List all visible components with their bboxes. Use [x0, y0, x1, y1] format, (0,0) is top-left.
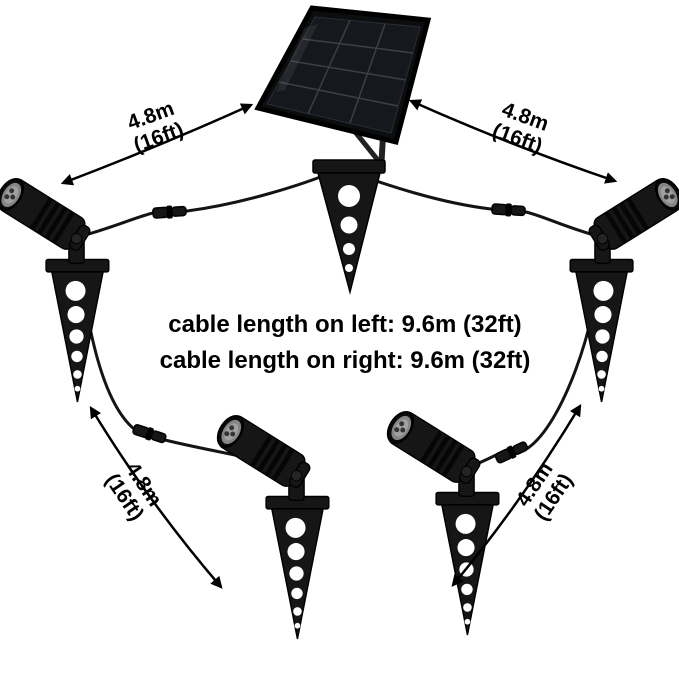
- stake-hole: [340, 216, 358, 234]
- distance-label-top-left: 4.8m (16ft): [124, 97, 186, 157]
- arrow-bottom-left: [89, 405, 223, 589]
- cable-top-left: [185, 168, 340, 213]
- spotlight-lower-right: [381, 405, 500, 636]
- cable-connector: [493, 438, 530, 466]
- stake-hole: [338, 185, 360, 207]
- cable-length-note-left: cable length on left: 9.6m (32ft): [168, 311, 521, 338]
- distance-label-bottom-left: 4.8m (16ft): [100, 458, 166, 525]
- distance-label-top-right: 4.8m (16ft): [489, 98, 551, 158]
- cable-length-note-right: cable length on right: 9.6m (32ft): [160, 347, 531, 374]
- spotlight-upper-left: [0, 172, 110, 403]
- panel-stake-cap: [312, 159, 386, 174]
- spotlight-upper-right: [569, 172, 679, 403]
- distance-label-bottom-right: 4.8m (16ft): [512, 458, 578, 525]
- cable-connector: [131, 421, 168, 446]
- distance-arrows: [60, 99, 618, 589]
- stake-hole: [343, 243, 355, 255]
- cable-connector: [151, 203, 188, 221]
- solar-panel-cells: [266, 16, 421, 134]
- panel-glare: [276, 24, 318, 92]
- spotlight-lower-left: [211, 409, 330, 640]
- solar-panel-unit: [254, 5, 432, 295]
- cable-connector: [490, 201, 527, 219]
- arrow-top-left: [60, 103, 254, 186]
- arrow-bottom-right: [451, 403, 582, 587]
- arrow-top-right: [408, 99, 618, 184]
- stake-hole: [345, 264, 353, 272]
- cable-length-note: cable length on left: 9.6m (32ft) cable …: [160, 311, 531, 374]
